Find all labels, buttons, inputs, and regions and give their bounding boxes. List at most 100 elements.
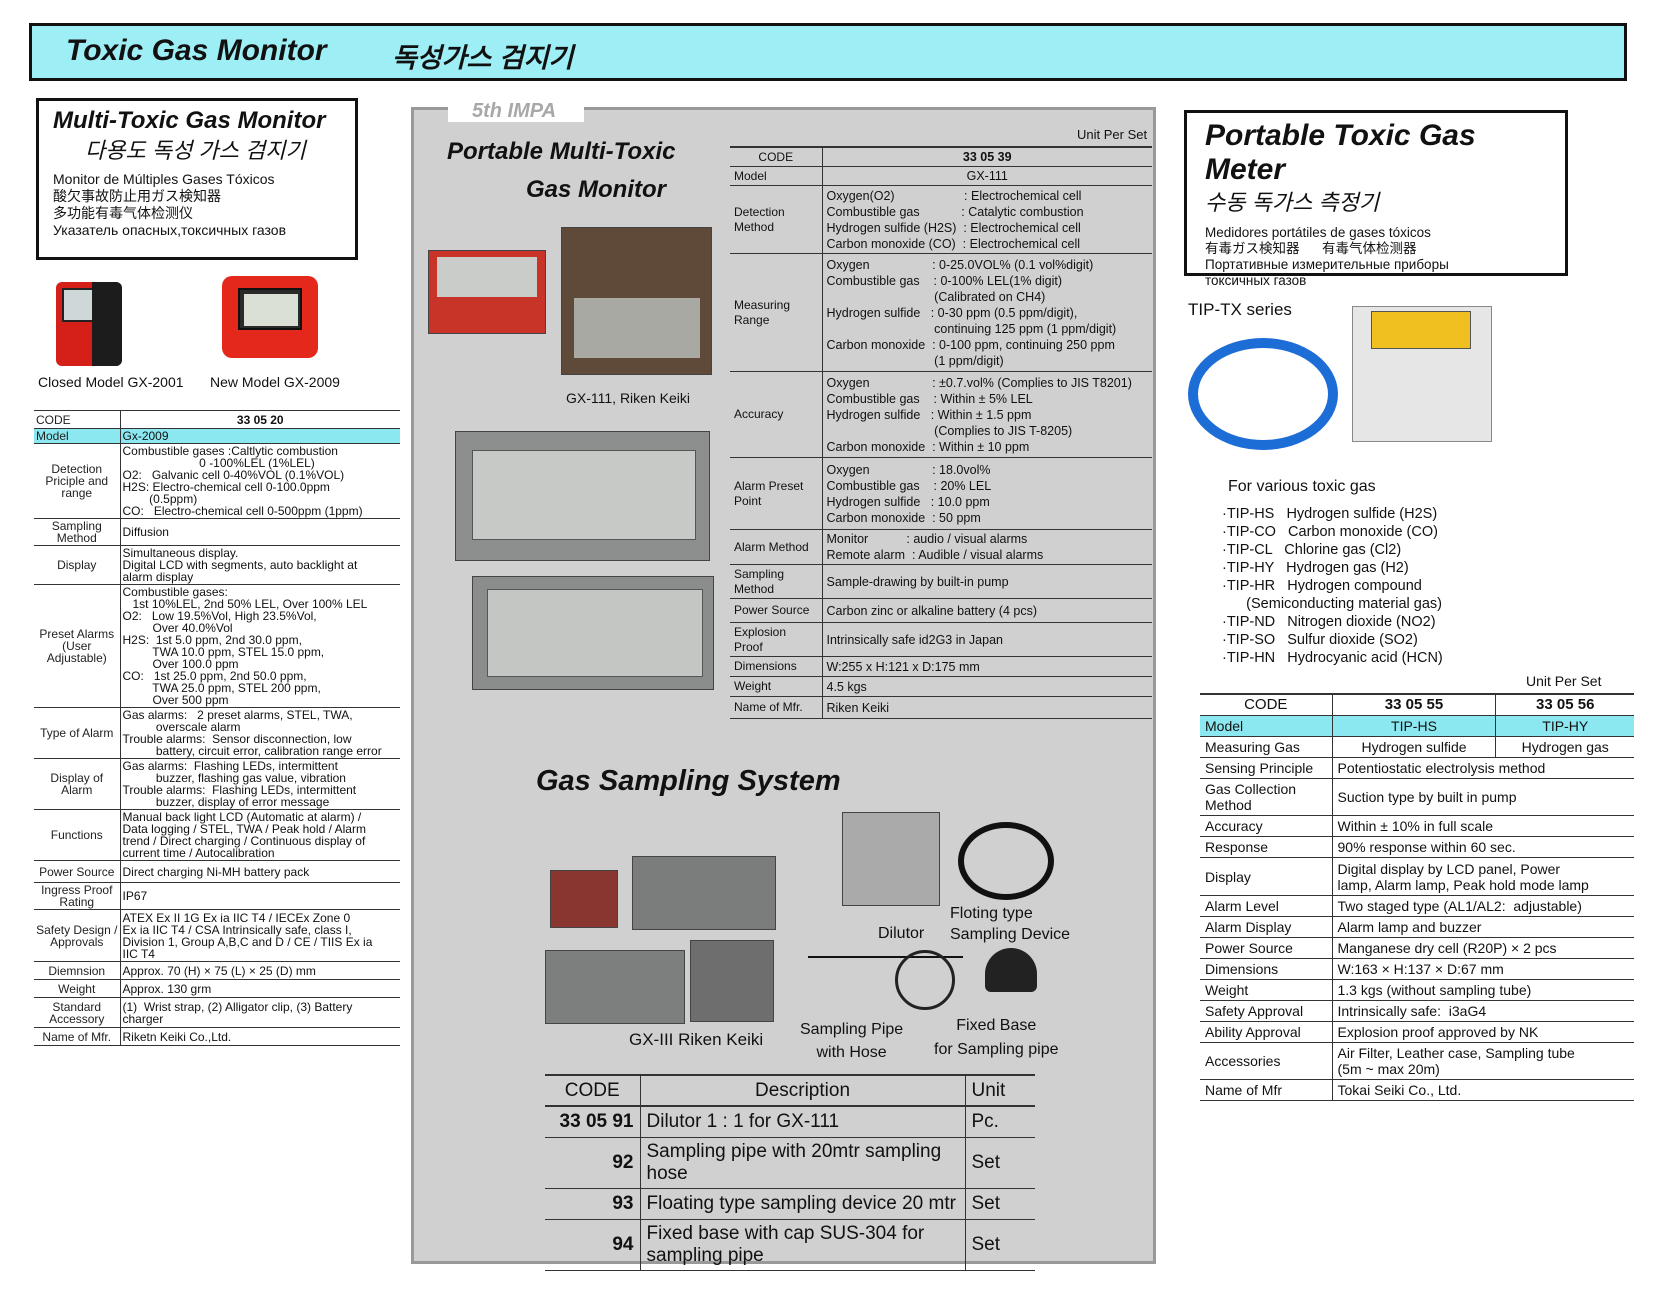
spec-value: Oxygen(O2) : Electrochemical cell Combus… <box>822 185 1152 254</box>
spec-value: Gas alarms: Flashing LEDs, intermittent … <box>119 758 400 810</box>
tip-tx-spec-table: CODE 33 05 55 33 05 56 Model TIP-HS TIP-… <box>1200 693 1634 1101</box>
gas-list-item: ·TIP-HR Hydrogen compound <box>1222 578 1422 594</box>
spec-label: Display of Alarm <box>34 758 120 810</box>
sampling-case-photo <box>550 870 618 928</box>
subtitle-ru-1: Портативные измерительные приборы <box>1205 257 1449 272</box>
sampling-unit: Set <box>964 1219 1035 1271</box>
sampling-unit: Set <box>964 1137 1035 1189</box>
spec-value: W:255 x H:121 x D:175 mm <box>822 656 1152 677</box>
tip-model-row: Model TIP-HS TIP-HY <box>1200 715 1634 737</box>
dilutor-photo <box>842 812 940 906</box>
spec-label: Ingress Proof Rating <box>34 882 120 910</box>
spec-value: Oxygen : 18.0vol% Combustible gas : 20% … <box>822 457 1152 530</box>
new-model-caption: New Model GX-2009 <box>210 374 340 390</box>
spec-label: Power Source <box>1200 937 1333 959</box>
gas-list-item: ·TIP-CL Chlorine gas (Cl2) <box>1222 542 1402 558</box>
subtitle-es: Monitor de Múltiples Gases Tóxicos <box>53 171 275 187</box>
spec-value: Carbon zinc or alkaline battery (4 pcs) <box>822 598 1152 623</box>
gx111-front-panel-photo-2 <box>472 576 714 690</box>
floating-device-image <box>958 822 1054 900</box>
impa-tag: 5th IMPA <box>448 100 584 122</box>
spec-label: Detection Priciple and range <box>34 443 120 519</box>
gas-list-item: ·TIP-CO Carbon monoxide (CO) <box>1222 524 1438 540</box>
gx2009-device-image <box>222 276 318 358</box>
spec-value: Two staged type (AL1/AL2: adjustable) <box>1332 895 1634 917</box>
spec-value: 33 05 39 <box>822 146 1152 167</box>
spec-label: Alarm Method <box>730 529 823 565</box>
gas-list-item: ·TIP-HN Hydrocyanic acid (HCN) <box>1222 650 1443 666</box>
gx111-case-photo <box>428 250 546 334</box>
spec-value: Diffusion <box>119 518 400 546</box>
subtitle-ru: Указатель опасных,токсичных газов <box>53 222 287 238</box>
spec-label: Name of Mfr. <box>34 1027 120 1046</box>
title-banner: Toxic Gas Monitor 독성가스 검지기 <box>29 23 1627 81</box>
spec-value: (1) Wrist strap, (2) Alligator clip, (3)… <box>119 997 400 1028</box>
spec-value: Manganese dry cell (R20P) × 2 pcs <box>1332 937 1634 959</box>
for-various-label: For various toxic gas <box>1228 478 1376 495</box>
spec-label: Measuring Range <box>730 253 823 372</box>
gas-list-item: ·TIP-ND Nitrogen dioxide (NO2) <box>1222 614 1436 630</box>
tip-measuring-hy: Hydrogen gas <box>1495 736 1634 758</box>
gx111-front-panel-photo <box>455 431 710 561</box>
spec-label: Accuracy <box>1200 815 1333 837</box>
gx2009-spec-row: Standard Accessory(1) Wrist strap, (2) A… <box>34 997 400 1028</box>
sampling-pipe-label: Sampling Pipe with Hose <box>800 1021 904 1061</box>
spec-value: Air Filter, Leather case, Sampling tube … <box>1332 1042 1634 1080</box>
gx111-open-case-photo <box>561 227 712 375</box>
subtitle-jp-cn: 有毒ガス検知器 有毒气体检测器 <box>1205 241 1417 256</box>
spec-label: Accuracy <box>730 371 823 458</box>
spec-value: Gas alarms: 2 preset alarms, STEL, TWA, … <box>119 707 400 759</box>
spec-value: Potentiostatic electrolysis method <box>1332 757 1634 779</box>
gx111-title-line2: Gas Monitor <box>526 176 667 203</box>
spec-label: Power Source <box>730 598 823 623</box>
spec-label: Preset Alarms (User Adjustable) <box>34 584 120 708</box>
spec-value: ATEX Ex II 1G Ex ia IIC T4 / IECEx Zone … <box>119 909 400 962</box>
gx111-spec-row: Name of Mfr.Riken Keiki <box>730 696 1152 719</box>
spec-value: Monitor : audio / visual alarms Remote a… <box>822 529 1152 565</box>
spec-value: Suction type by built in pump <box>1332 778 1634 816</box>
subtitle-ru-2: токсичных газов <box>1205 273 1307 288</box>
spec-label: Model <box>34 428 120 444</box>
subtitle-cn: 多功能有毒气体检测仪 <box>53 205 193 221</box>
spec-value: 33 05 20 <box>119 410 400 429</box>
portable-meter-title-box: Portable Toxic Gas Meter 수동 독가스 측정기 Medi… <box>1184 110 1568 288</box>
sampling-desc: Floating type sampling device 20 mtr <box>640 1188 965 1220</box>
sampling-monitor-photo <box>632 856 776 930</box>
spec-label: Functions <box>34 809 120 861</box>
spec-label: Gas Collection Method <box>1200 778 1333 816</box>
spec-label: Dimensions <box>730 656 823 677</box>
closed-model-caption: Closed Model GX-2001 <box>38 374 184 390</box>
spec-value: W:163 × H:137 × D:67 mm <box>1332 958 1634 980</box>
gas-list-item: ·TIP-HY Hydrogen gas (H2) <box>1222 560 1409 576</box>
spec-value: Within ± 10% in full scale <box>1332 815 1634 837</box>
spec-label: CODE <box>34 410 120 429</box>
fixed-base-image <box>985 948 1037 992</box>
gas-model-list: ·TIP-HS Hydrogen sulfide (H2S) ·TIP-CO Ca… <box>1222 505 1443 667</box>
spec-label: Weight <box>730 676 823 697</box>
multi-toxic-title-korean: 다용도 독성 가스 검지기 <box>85 138 306 163</box>
spec-label: Power Source <box>34 860 120 883</box>
tip-measuring-hs: Hydrogen sulfide <box>1332 736 1497 758</box>
sampling-table-header: CODE Description Unit <box>545 1074 1035 1107</box>
spec-value: Approx. 130 grm <box>119 979 400 998</box>
gas-list-item: ·TIP-HS Hydrogen sulfide (H2S) <box>1222 506 1438 522</box>
